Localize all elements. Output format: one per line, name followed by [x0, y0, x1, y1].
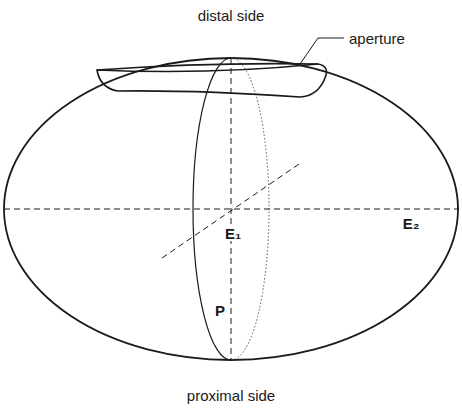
axis-label: aperture: [349, 31, 405, 46]
axis-label: P: [214, 303, 226, 318]
axis-label: E₁: [224, 226, 242, 241]
polar-axis: [231, 58, 232, 360]
aperture-rim: [97, 64, 318, 72]
axis-label: proximal side: [187, 388, 275, 403]
grain-outline: [4, 58, 458, 360]
axis-label: E₂: [402, 216, 421, 231]
equatorial-axis-1: [162, 162, 302, 258]
equatorial-axis-2: [4, 209, 458, 210]
leader-line: [300, 38, 344, 64]
aperture-shape: [97, 64, 326, 97]
axis-label: distal side: [198, 8, 265, 23]
